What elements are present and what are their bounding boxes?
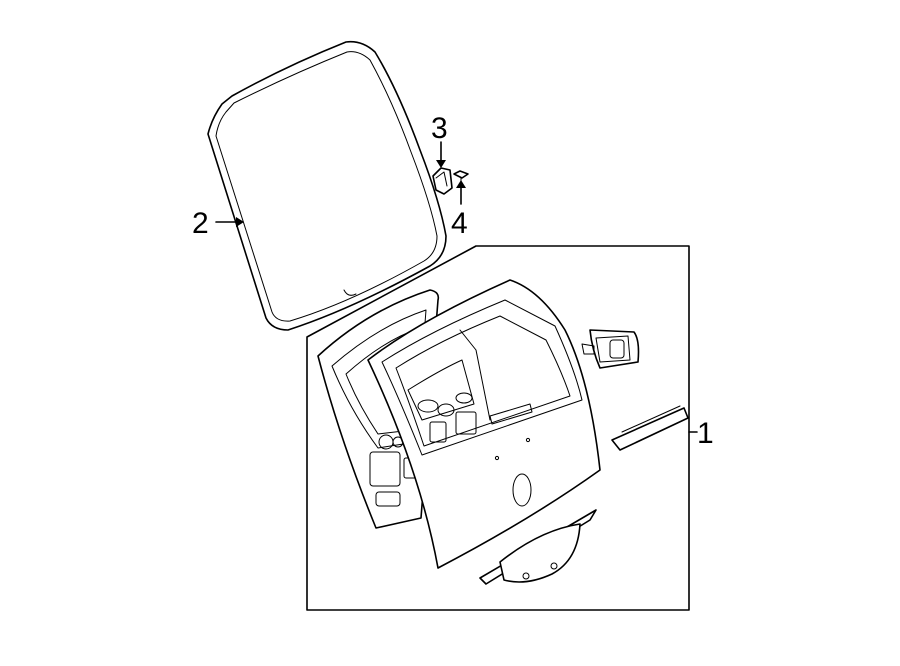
callout-2: 2	[192, 207, 209, 240]
liftgate-panel[interactable]	[367, 279, 601, 569]
callout-3: 3	[431, 112, 448, 145]
callout-3-arrow	[436, 141, 446, 168]
callout-4-arrow	[456, 180, 466, 205]
light-bar[interactable]	[611, 405, 689, 451]
part-2-glass[interactable]	[207, 40, 447, 331]
callout-4: 4	[451, 207, 468, 240]
handle-module[interactable]	[581, 329, 640, 369]
callout-1: 1	[697, 417, 714, 450]
lamp-bracket[interactable]	[479, 509, 597, 585]
part-3-bumper[interactable]	[432, 167, 453, 195]
callout-2-arrow	[215, 217, 244, 227]
part-1-frame	[306, 245, 690, 611]
